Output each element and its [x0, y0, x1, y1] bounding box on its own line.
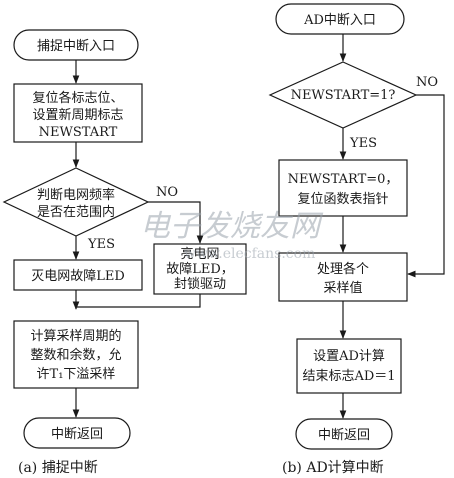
watermark-title: 电子发烧友网 — [140, 209, 324, 244]
left-reset-line-2: 设置新周期标志 — [32, 107, 123, 123]
right-decision-label: NEWSTART=1? — [291, 88, 396, 103]
left-end-label: 中断返回 — [51, 427, 103, 442]
left-decision-line-2: 是否在范围内 — [37, 204, 115, 220]
left-caption: (a) 捕捉中断 — [18, 460, 98, 476]
left-calc-line-2: 整数和余数，允 — [30, 347, 121, 363]
left-decision-line-1: 判断电网频率 — [37, 187, 115, 203]
right-set-flag-line-1: 设置AD计算 — [313, 349, 385, 364]
right-reset-line-1: NEWSTART=0， — [288, 172, 399, 187]
left-fault-line-3: 封锁驱动 — [174, 276, 226, 292]
left-calc-line-3: 许T₁下溢采样 — [37, 367, 116, 382]
right-yes-label: YES — [349, 136, 377, 151]
left-off-led-label: 灭电网故障LED — [31, 269, 125, 284]
right-set-flag-box — [296, 338, 402, 394]
right-end-terminal — [295, 418, 393, 450]
left-reset-line-3: NEWSTART — [39, 125, 118, 140]
left-reset-line-1: 复位各标志位、 — [32, 90, 123, 106]
left-no-label: NO — [156, 185, 178, 200]
right-process-line-1: 处理各个 — [317, 261, 369, 277]
left-fault-line-1: 亮电网 — [180, 246, 219, 262]
right-process-line-2: 采样值 — [323, 280, 362, 296]
right-no-label: NO — [416, 75, 438, 90]
right-start-terminal — [275, 3, 405, 35]
right-caption: (b) AD计算中断 — [282, 460, 384, 476]
right-end-label: 中断返回 — [318, 428, 370, 443]
right-reset-line-2: 复位函数表指针 — [297, 192, 388, 207]
watermark-url: www.elecfans.com — [184, 246, 315, 262]
left-start-label: 捕捉中断入口 — [37, 38, 115, 54]
left-fault-line-2: 故障LED， — [166, 262, 234, 277]
watermark: 电子发烧友网 www.elecfans.com — [140, 209, 324, 262]
right-reset-box — [278, 159, 408, 217]
right-start-label: AD中断入口 — [303, 13, 376, 28]
left-calc-line-1: 计算采样周期的 — [30, 328, 121, 344]
left-off-led-box — [13, 259, 143, 291]
right-set-flag-line-2: 结束标志AD＝1 — [302, 369, 395, 384]
left-yes-label: YES — [87, 237, 115, 252]
left-end-terminal — [23, 417, 131, 449]
left-reset-box — [13, 83, 143, 143]
